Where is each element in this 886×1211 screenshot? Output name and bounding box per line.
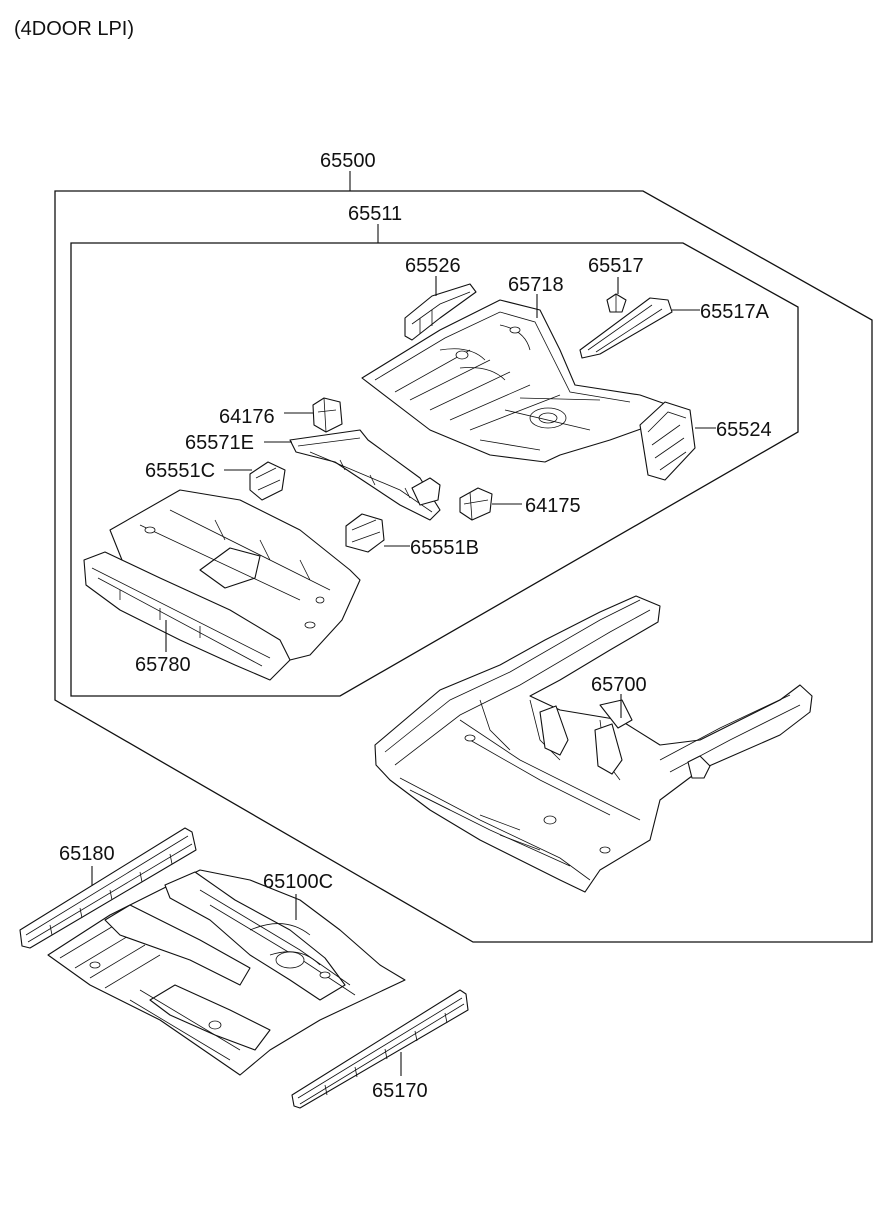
label-65500[interactable]: 65500: [320, 150, 376, 172]
label-65526[interactable]: 65526: [405, 255, 461, 277]
label-65718[interactable]: 65718: [508, 274, 564, 296]
part-65526-bracket[interactable]: [404, 283, 477, 341]
label-65517[interactable]: 65517: [588, 255, 644, 277]
part-65100C-front-floor[interactable]: [47, 869, 406, 1076]
part-65551C-bracket[interactable]: [249, 461, 286, 501]
part-64176-bracket[interactable]: [312, 397, 343, 433]
label-64175[interactable]: 64175: [525, 495, 581, 517]
part-65180-side-sill[interactable]: [19, 827, 197, 949]
label-65517A[interactable]: 65517A: [700, 301, 770, 323]
label-65571E[interactable]: 65571E: [185, 432, 254, 454]
label-65551C[interactable]: 65551C: [145, 460, 215, 482]
part-65517A-member[interactable]: [579, 297, 673, 359]
label-65551B[interactable]: 65551B: [410, 537, 479, 559]
part-65170-side-sill[interactable]: [291, 989, 469, 1109]
inner-group-frame: [70, 242, 799, 697]
part-65524-panel[interactable]: [639, 401, 696, 481]
label-65170[interactable]: 65170: [372, 1080, 428, 1102]
part-65780-floor-assembly[interactable]: [83, 489, 361, 681]
label-65700[interactable]: 65700: [591, 674, 647, 696]
part-65517-nut[interactable]: [606, 293, 627, 313]
label-65511[interactable]: 65511: [348, 203, 402, 225]
part-65718-rear-floor[interactable]: [361, 299, 689, 463]
label-65780[interactable]: 65780: [135, 654, 191, 676]
outer-group-frame: [54, 190, 873, 943]
part-65700-floor-frame[interactable]: [374, 595, 813, 893]
page-title: (4DOOR LPI): [14, 18, 134, 40]
label-65100C[interactable]: 65100C: [263, 871, 333, 893]
part-65571E-crossmember[interactable]: [289, 429, 441, 521]
label-64176[interactable]: 64176: [219, 406, 275, 428]
part-65551B-bracket[interactable]: [345, 513, 385, 553]
part-64175-bracket[interactable]: [459, 487, 493, 521]
label-65524[interactable]: 65524: [716, 419, 772, 441]
label-65180[interactable]: 65180: [59, 843, 115, 865]
